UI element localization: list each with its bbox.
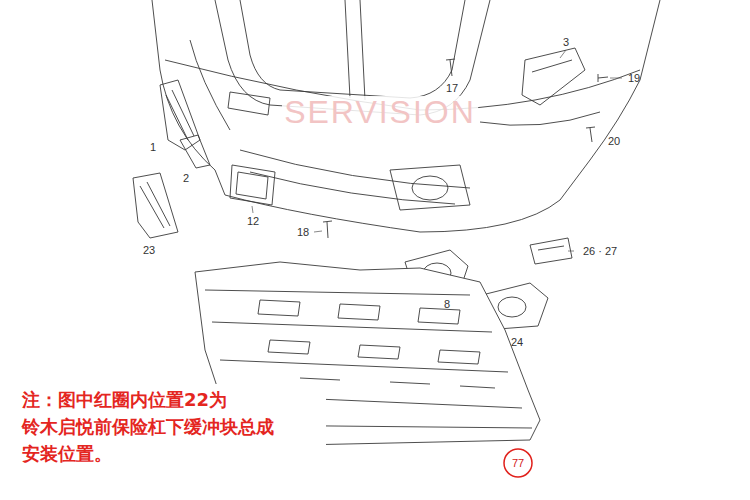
callout-number: 23: [143, 245, 155, 256]
callout-number: 12: [247, 216, 259, 227]
callout-number: 1: [150, 142, 156, 153]
callout-number: 2: [183, 173, 189, 184]
fog-recess: [390, 165, 470, 210]
leader-line: [314, 231, 322, 232]
under-cover-slots: [258, 300, 460, 324]
callout-number: 26 · 27: [583, 246, 617, 257]
screw-20: [586, 127, 595, 142]
bracket-26-27: [530, 238, 572, 264]
bumper-outline: [152, 0, 660, 232]
body-line: [190, 40, 600, 130]
watermark: SERVISION: [282, 96, 478, 128]
callout-number: 24: [511, 337, 523, 348]
screw-17: [446, 59, 455, 76]
license-plate-12: [230, 165, 275, 205]
note-text: 注：图中红圈内位置22为 铃木启悦前保险杠下缓冲块总成 安装位置。: [18, 384, 326, 469]
leader-line: [560, 50, 566, 58]
callout-number: 20: [608, 136, 620, 147]
bracket-2: [180, 135, 210, 168]
grille-insert-1: [160, 80, 200, 150]
plate-mount: [228, 92, 270, 115]
callout-number: 18: [297, 227, 309, 238]
fog-bezel-24-hole: [498, 297, 526, 317]
callout-number: 8: [444, 299, 450, 310]
leader-lines: [252, 50, 622, 251]
screw-19: [598, 74, 608, 82]
leader-line: [252, 206, 253, 213]
fog-hole: [412, 176, 448, 200]
highlight-circle: [504, 449, 532, 477]
under-cover-slots: [268, 340, 480, 364]
leader-line: [610, 78, 622, 79]
grille-bar: [345, 0, 365, 100]
bracket-3: [522, 48, 585, 105]
grille-insert-23: [133, 173, 178, 238]
callout-number: 3: [563, 37, 569, 48]
screw-18: [323, 221, 332, 238]
under-cover-details: [300, 378, 495, 388]
callout-number: 77: [512, 458, 524, 469]
leader-line: [568, 251, 574, 252]
callout-number: 17: [446, 83, 458, 94]
callout-number: 19: [628, 73, 640, 84]
grille-inner: [240, 0, 465, 98]
